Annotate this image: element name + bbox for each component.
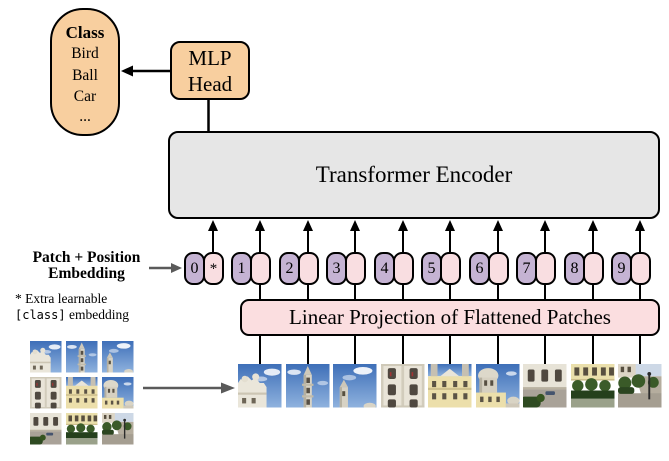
projection-to-patch-lines [259,335,641,366]
image-to-patches-arrow [143,382,235,394]
token-input-lines [259,284,641,300]
patch-embedding-pill [250,252,271,285]
class-item: Bird [71,45,99,62]
patch-embedding-pill [488,252,509,285]
patch-embedding-pill [345,252,366,285]
transformer-encoder-box: Transformer Encoder [168,131,660,219]
patch-embedding-pill [393,252,414,285]
flattened-patch-1 [238,364,282,408]
image-patch-4 [30,377,62,409]
position-embedding-pill: 5 [421,252,442,285]
mlp-head-label-line2: Head [187,71,233,96]
image-patch-5 [66,377,98,409]
token-pair-7: 7 [516,252,556,285]
position-embedding-pill: 3 [326,252,347,285]
image-patch-1 [30,341,62,373]
patch-embedding-pill [440,252,461,285]
image-patch-7 [30,413,62,445]
class-embedding-footnote: * Extra learnable [class] embedding [15,291,195,323]
class-title: Class [65,23,105,42]
flattened-patch-3 [333,364,377,408]
source-image-patch-grid [30,341,134,445]
position-embedding-pill: 7 [516,252,537,285]
class-token-code: [class] [15,307,66,322]
transformer-encoder-label: Transformer Encoder [315,162,513,187]
position-embedding-pill: 4 [374,252,395,285]
footnote-line1: * Extra learnable [15,291,108,306]
patch-embedding-pill [535,252,556,285]
patch-embedding-pill [583,252,604,285]
patch-embedding-pill [630,252,651,285]
token-pair-4: 4 [374,252,414,285]
embedding-label-arrow [149,263,182,273]
position-embedding-pill: 8 [564,252,585,285]
flattened-patch-2 [286,364,330,408]
token-pair-5: 5 [421,252,461,285]
class-output-box: Class Bird Ball Car ... [50,8,120,136]
position-embedding-pill: 2 [279,252,300,285]
token-pair-3: 3 [326,252,366,285]
flattened-patch-6 [476,364,520,408]
flattened-patch-5 [428,364,472,408]
image-patch-3 [102,341,134,373]
class-ellipsis: ... [79,107,91,125]
token-pair-0: 0 * [184,252,224,285]
token-pair-8: 8 [564,252,604,285]
mlp-to-class-arrow [121,65,170,77]
flattened-patch-8 [571,364,615,408]
image-patch-6 [102,377,134,409]
token-pair-9: 9 [611,252,651,285]
token-to-encoder-arrows [208,220,645,252]
image-patch-2 [66,341,98,373]
class-item: Ball [72,66,98,84]
flattened-patch-9 [618,364,662,408]
token-pair-6: 6 [469,252,509,285]
patch-embedding-pill: * [203,252,224,285]
linear-projection-box: Linear Projection of Flattened Patches [240,299,660,336]
token-pair-2: 2 [279,252,319,285]
position-embedding-pill: 1 [231,252,252,285]
image-patch-8 [66,413,98,445]
image-patch-9 [102,413,134,445]
position-embedding-pill: 6 [469,252,490,285]
class-item: Car [73,88,97,105]
position-embedding-pill: 0 [184,252,205,285]
flattened-patch-4 [381,364,425,408]
mlp-head-label-line1: MLP [188,45,232,70]
position-embedding-pill: 9 [611,252,632,285]
token-pair-1: 1 [231,252,271,285]
linear-projection-label: Linear Projection of Flattened Patches [289,305,611,329]
patch-embedding-pill [298,252,319,285]
footnote-line2: [class] embedding [15,306,129,322]
patch-position-embedding-label: Patch + Position Embedding [32,249,141,282]
flattened-patch-7 [523,364,567,408]
mlp-head-box: MLP Head [170,41,250,100]
